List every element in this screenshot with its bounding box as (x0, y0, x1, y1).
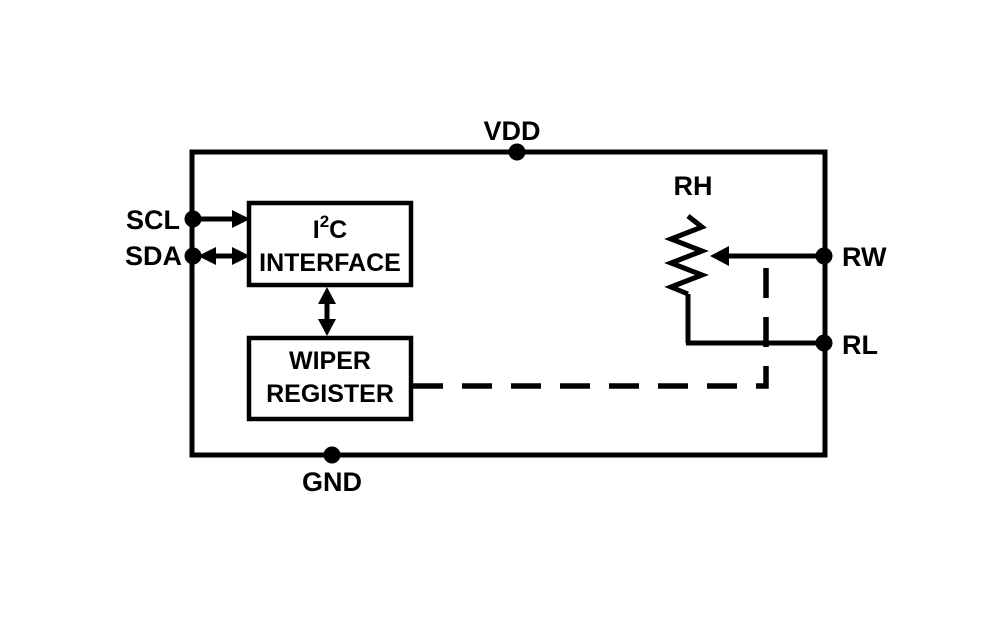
sda-pin-label: SDA (125, 241, 182, 271)
sda-bidirectional-arrow (198, 247, 250, 265)
wiper-register-label-line2: REGISTER (266, 380, 394, 408)
rw-pin-label: RW (842, 242, 887, 272)
i2c-title-superscript: 2 (320, 212, 329, 231)
wiper-arrowhead-icon (710, 246, 729, 266)
rl-pin-dot (815, 334, 833, 352)
i2c-wiper-bus-arrow (318, 287, 336, 336)
gnd-pin-dot (323, 446, 341, 464)
sda-left-arrowhead-icon (198, 247, 216, 265)
wiper-register-label-line1: WIPER (289, 347, 371, 375)
vdd-pin-label: VDD (483, 116, 540, 146)
wiper-arrow (710, 246, 822, 266)
resistor-symbol (664, 214, 822, 346)
scl-arrowhead-icon (232, 210, 250, 228)
rh-terminal-label: RH (674, 171, 713, 201)
wiper-register-box (246, 335, 414, 422)
bus-down-arrowhead-icon (318, 319, 336, 336)
scl-pin-dot (184, 210, 202, 228)
sda-right-arrowhead-icon (232, 247, 250, 265)
scl-arrow (194, 210, 250, 228)
vdd-pin-dot (508, 143, 526, 161)
sda-pin-dot (184, 247, 202, 265)
i2c-block-title: I2C (313, 212, 347, 244)
wiper-control-dashed-line (413, 258, 769, 389)
rw-pin-dot (815, 247, 833, 265)
rl-pin-label: RL (842, 330, 878, 360)
scl-pin-label: SCL (126, 205, 180, 235)
resistor-zigzag (664, 214, 709, 297)
bus-up-arrowhead-icon (318, 287, 336, 304)
i2c-title-rest: C (329, 216, 347, 244)
i2c-interface-box (246, 200, 414, 288)
i2c-title-base: I (313, 216, 320, 244)
i2c-block-subtitle: INTERFACE (259, 249, 401, 277)
gnd-pin-label: GND (302, 467, 362, 497)
